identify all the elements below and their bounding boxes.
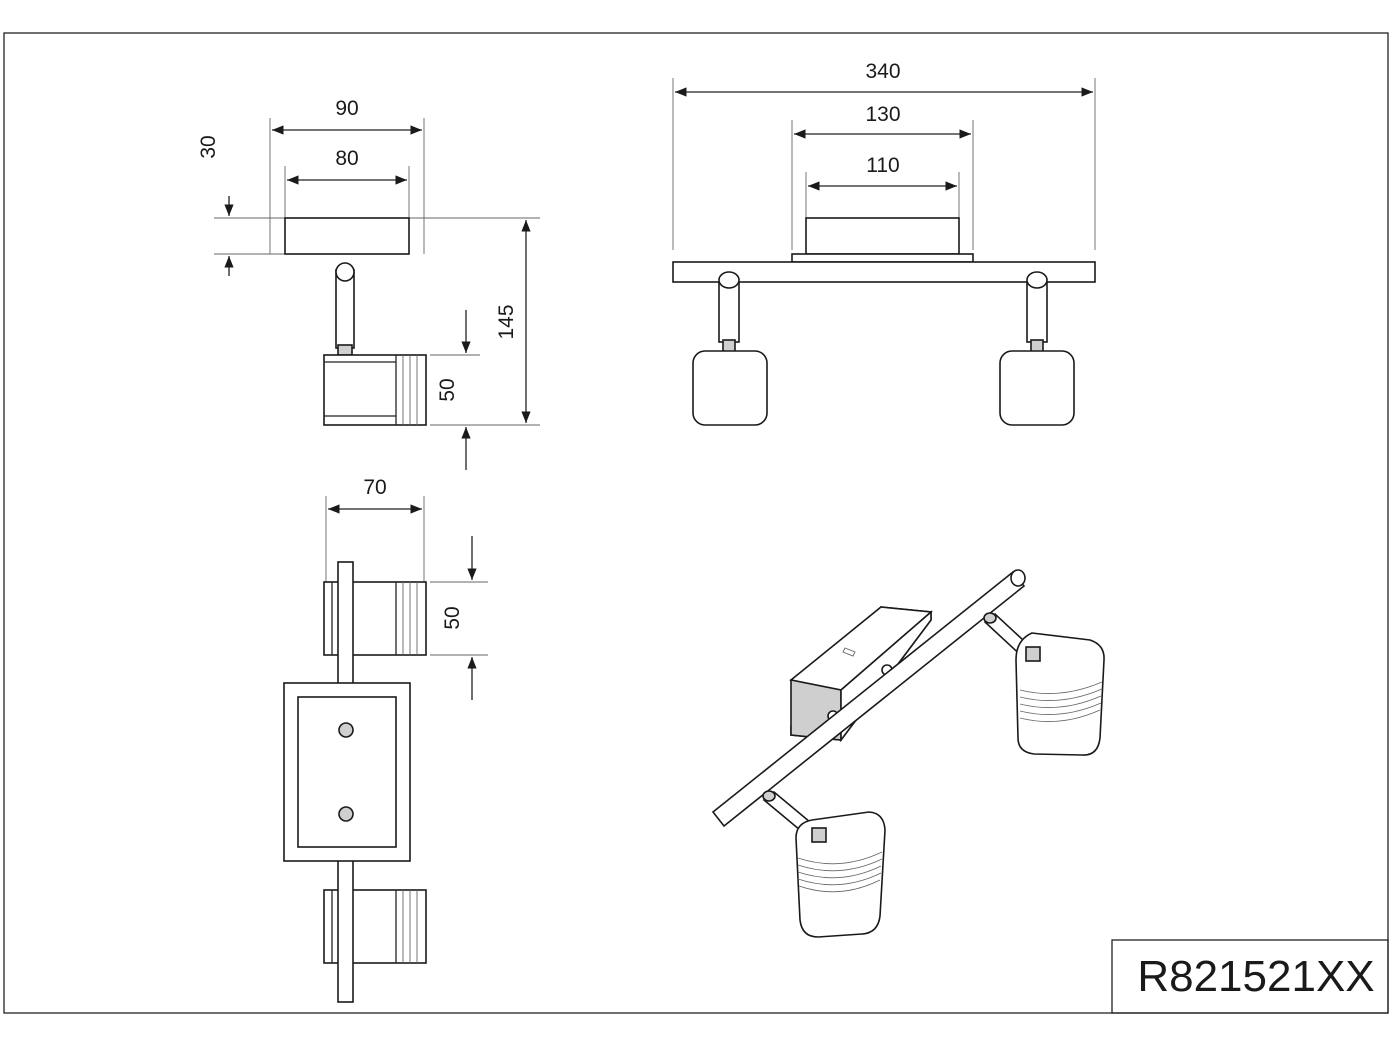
- side-view: 90 80 30 145 50: [197, 97, 540, 470]
- model-label-box: R821521XX: [1111, 939, 1389, 1014]
- dim-label-130: 130: [865, 103, 900, 126]
- dim-label-340: 340: [865, 60, 900, 83]
- dim-label-80: 80: [335, 147, 358, 170]
- isometric-view: [711, 569, 1105, 938]
- dim-label-70: 70: [363, 476, 386, 499]
- dim-label-110: 110: [866, 154, 899, 177]
- dim-label-50-top: 50: [441, 606, 464, 629]
- dim-label-30: 30: [197, 135, 220, 158]
- top-view: 70 50: [283, 476, 488, 1003]
- dim-label-145: 145: [495, 304, 518, 339]
- front-view: 340 130 110: [672, 60, 1096, 426]
- dim-label-50-side: 50: [436, 378, 459, 401]
- drawing-frame: [3, 32, 1389, 1014]
- model-number: R821521XX: [1137, 952, 1374, 1001]
- dim-label-90: 90: [335, 97, 358, 120]
